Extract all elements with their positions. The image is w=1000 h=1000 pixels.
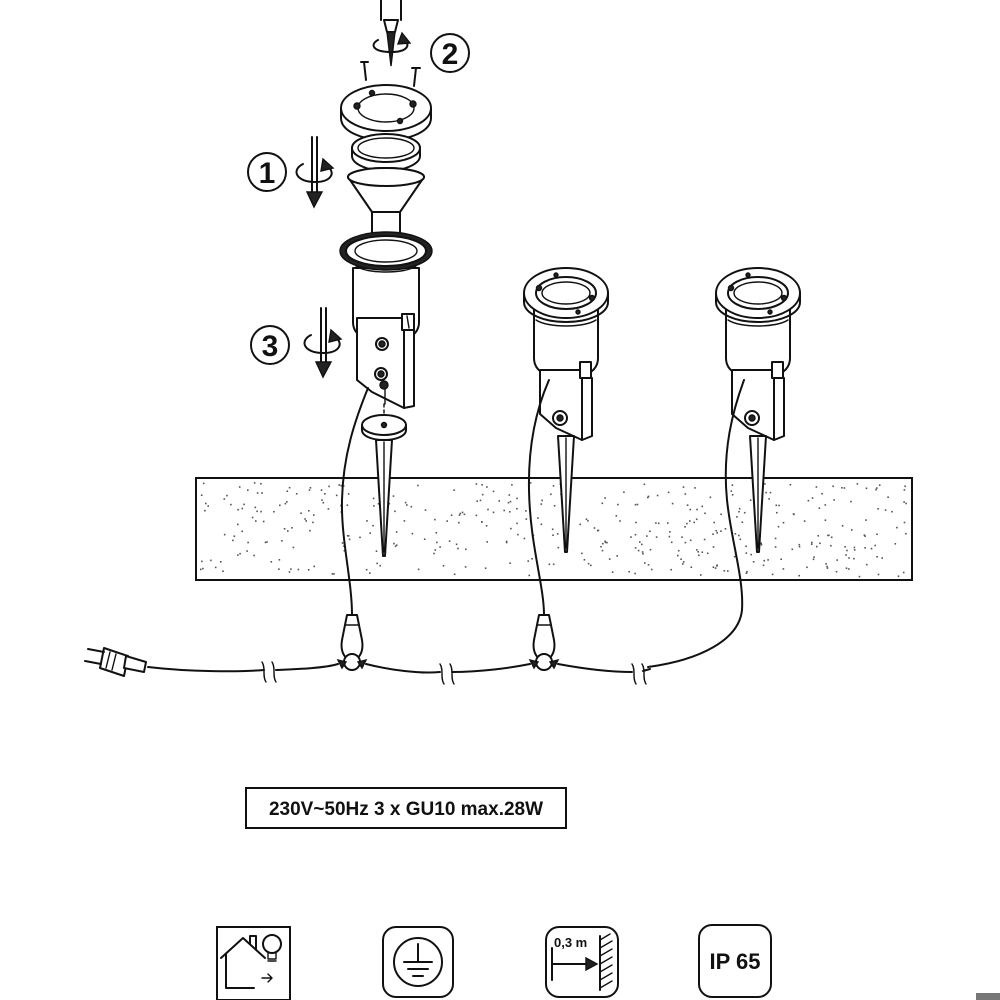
step-number-2: 2 <box>430 33 470 73</box>
minimum-distance-label: 0,3 m <box>554 935 587 950</box>
page-corner-mark <box>976 993 1000 1000</box>
rotate-down-arrow-icon <box>295 136 335 209</box>
assembled-lamp <box>523 267 609 553</box>
cable-connector <box>336 614 368 671</box>
cable-connector <box>528 614 560 671</box>
ground-speckles <box>200 482 907 578</box>
step-number-1: 1 <box>247 152 287 192</box>
spec-label-text: 230V~50Hz 3 x GU10 max.28W <box>269 799 543 820</box>
cover-ring <box>340 84 432 141</box>
assembled-lamps <box>523 267 801 553</box>
glass-disc <box>351 133 421 172</box>
cable-break-mark <box>631 663 647 685</box>
indoor-outdoor-lamp-icon <box>216 926 291 1000</box>
exploded-lamp <box>295 0 433 557</box>
step-number-3: 3 <box>250 325 290 365</box>
svg-text:3: 3 <box>262 330 279 363</box>
cable-break-mark <box>439 663 455 685</box>
cable-break-mark <box>261 661 277 683</box>
spec-label: 230V~50Hz 3 x GU10 max.28W <box>245 787 567 829</box>
rotate-arrow-icon <box>372 31 412 53</box>
assembled-lamp <box>715 267 801 553</box>
ip-rating-label: IP 65 <box>710 949 761 974</box>
screwdriver-icon <box>380 0 402 67</box>
ground-spike <box>361 403 407 557</box>
minimum-distance-icon: 0,3 m <box>545 926 619 998</box>
cable-system <box>84 379 745 685</box>
protective-earth-icon <box>382 926 454 998</box>
rotate-down-arrow-icon <box>303 307 343 379</box>
lamp-housing <box>339 231 433 409</box>
svg-text:1: 1 <box>259 157 276 190</box>
svg-text:2: 2 <box>442 38 459 71</box>
mains-plug <box>84 647 147 677</box>
ip-rating-icon: IP 65 <box>698 924 772 998</box>
ground-block <box>195 477 913 581</box>
